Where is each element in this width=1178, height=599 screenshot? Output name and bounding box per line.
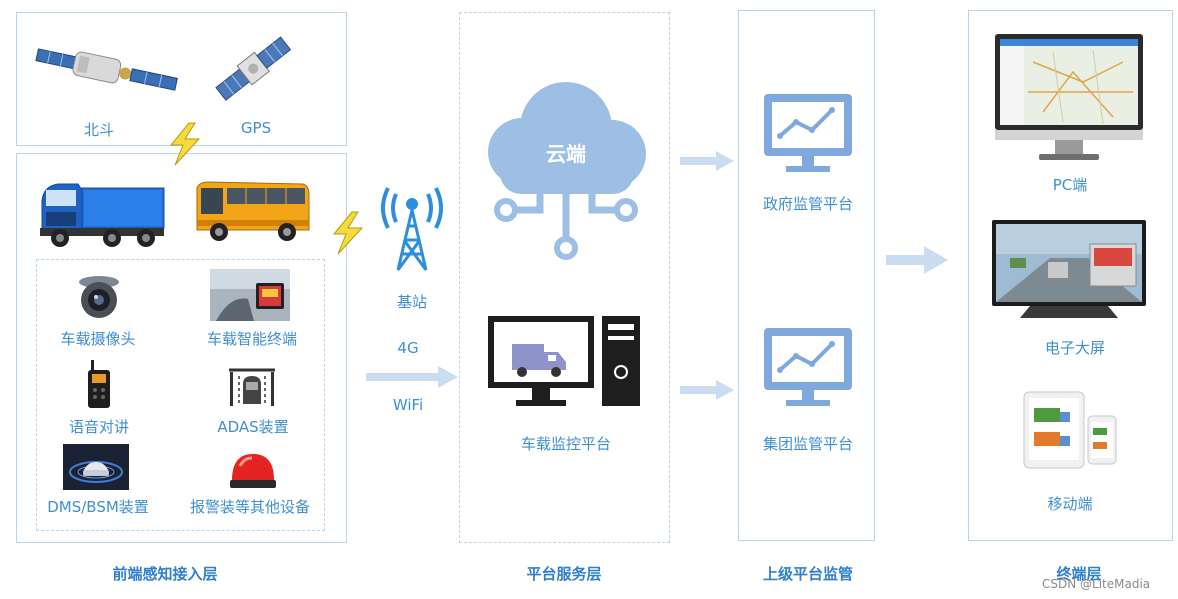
camera-label: 车载摄像头 bbox=[60, 330, 136, 348]
mobile-label: 移动端 bbox=[1047, 495, 1093, 513]
pc-label: PC端 bbox=[1052, 176, 1088, 194]
lightning-icon bbox=[332, 211, 364, 255]
dms-bsm-icon bbox=[63, 444, 129, 490]
pc-monitor-icon bbox=[995, 34, 1143, 160]
group-platform-label: 集团监管平台 bbox=[762, 435, 854, 453]
lightning-icon bbox=[169, 122, 201, 166]
intercom-label: 语音对讲 bbox=[68, 418, 130, 436]
group-monitor-icon bbox=[764, 328, 852, 406]
wifi-label: WiFi bbox=[392, 396, 424, 414]
cloud-label: 云端 bbox=[546, 142, 586, 166]
big-screen-label: 电子大屏 bbox=[1044, 339, 1106, 357]
car-camera-icon bbox=[79, 276, 119, 318]
layer-title-supervision: 上级平台监管 bbox=[762, 565, 854, 583]
dms-label: DMS/BSM装置 bbox=[47, 498, 149, 516]
device-dashed-box bbox=[36, 259, 325, 531]
beidou-satellite-icon bbox=[35, 48, 178, 91]
alarm-label: 报警装等其他设备 bbox=[189, 498, 311, 516]
arrow-icon bbox=[680, 380, 734, 400]
adas-icon bbox=[229, 368, 275, 406]
arrow-icon bbox=[886, 246, 948, 274]
satellite-panel bbox=[16, 12, 347, 146]
terminal-label: 车载智能终端 bbox=[206, 330, 298, 348]
walkie-talkie-icon bbox=[88, 360, 110, 408]
platform-panel bbox=[459, 12, 670, 543]
gps-label: GPS bbox=[240, 119, 272, 137]
gps-satellite-icon bbox=[215, 36, 292, 101]
4g-label: 4G bbox=[397, 339, 419, 357]
smart-terminal-icon bbox=[210, 269, 290, 321]
big-screen-icon bbox=[992, 220, 1146, 318]
monitor-platform-icon bbox=[488, 316, 640, 406]
supervision-panel bbox=[738, 10, 875, 541]
base-station-label: 基站 bbox=[396, 293, 428, 311]
layer-title-platform: 平台服务层 bbox=[526, 565, 602, 583]
layer-title-terminal: 终端层 bbox=[1056, 565, 1102, 583]
base-station-tower-icon bbox=[381, 187, 443, 271]
truck-icon bbox=[40, 183, 165, 247]
layer-title-perception: 前端感知接入层 bbox=[112, 565, 218, 583]
beidou-label: 北斗 bbox=[83, 121, 115, 139]
mobile-devices-icon bbox=[1023, 391, 1117, 469]
vehicle-monitor-label: 车载监控平台 bbox=[520, 435, 612, 453]
adas-label: ADAS装置 bbox=[217, 418, 289, 436]
cloud-icon bbox=[488, 82, 646, 260]
bus-icon bbox=[196, 181, 310, 241]
alarm-light-icon bbox=[230, 454, 276, 488]
arrow-icon bbox=[680, 151, 734, 171]
gov-platform-label: 政府监管平台 bbox=[762, 195, 854, 213]
gov-monitor-icon bbox=[764, 94, 852, 172]
arrow-icon bbox=[366, 366, 458, 388]
watermark: CSDN @LiteMadia bbox=[1042, 577, 1151, 591]
